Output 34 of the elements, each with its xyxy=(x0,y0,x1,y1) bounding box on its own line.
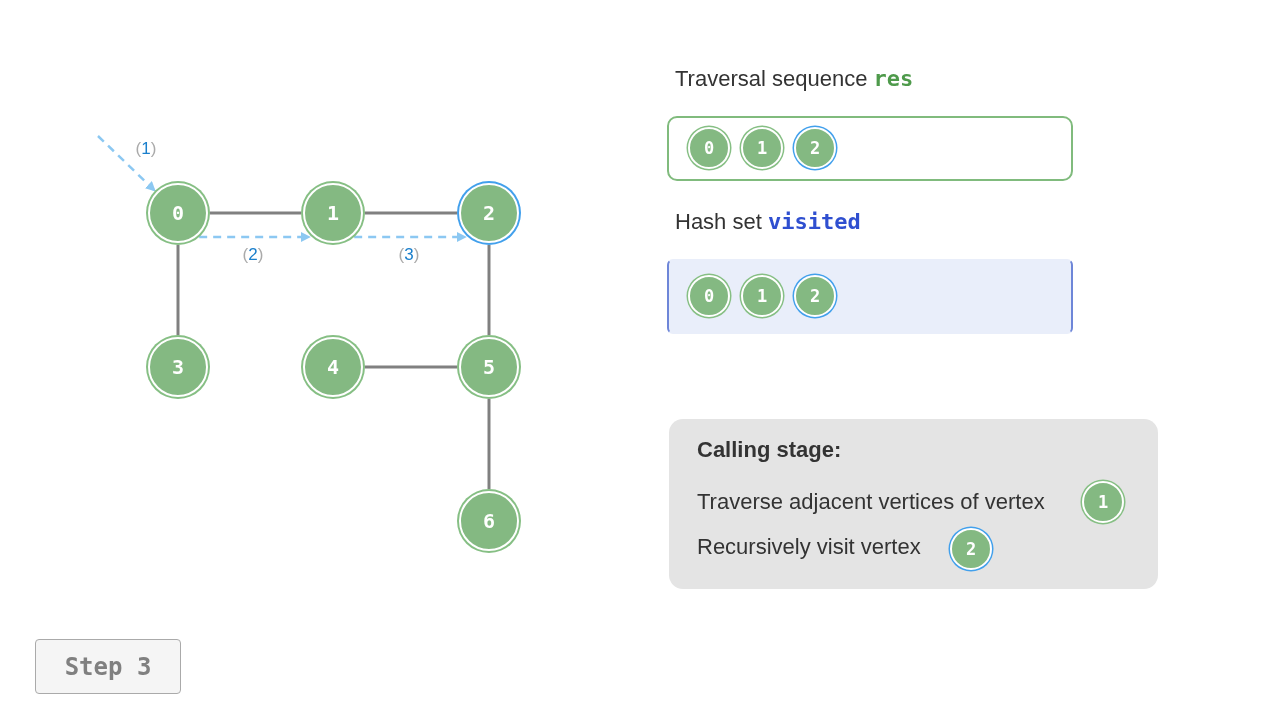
vertex-circle: 1 xyxy=(1082,481,1124,523)
dashed-arrow xyxy=(354,232,467,242)
edge-line xyxy=(487,399,491,489)
dashed-arrow xyxy=(199,232,311,242)
vertex-circle: 0 xyxy=(688,127,730,169)
vertex-circle: 2 xyxy=(794,275,836,317)
vertex-circle: 2 xyxy=(459,183,519,243)
vertex-circle: 5 xyxy=(459,337,519,397)
edge-line xyxy=(365,211,457,215)
edge-label: (1) xyxy=(134,139,158,159)
edge-line xyxy=(210,211,301,215)
vertex-circle: 3 xyxy=(148,337,208,397)
edge-line xyxy=(365,365,457,369)
edge-line xyxy=(487,245,491,335)
vertex-circle: 0 xyxy=(148,183,208,243)
vertex-circle: 1 xyxy=(741,275,783,317)
vertex-circle: 2 xyxy=(950,528,992,570)
vertex-circle: 0 xyxy=(688,275,730,317)
edge-label: (2) xyxy=(241,245,265,265)
panel-text: Traverse adjacent vertices of vertex xyxy=(697,489,1045,515)
vertex-circle: 6 xyxy=(459,491,519,551)
edge-line xyxy=(176,245,180,335)
step-indicator: Step 3 xyxy=(35,639,181,694)
section-heading: Traversal sequence res xyxy=(675,66,914,92)
vertex-circle: 2 xyxy=(794,127,836,169)
edge-label: (3) xyxy=(397,245,421,265)
vertex-circle: 1 xyxy=(741,127,783,169)
panel-heading: Calling stage: xyxy=(697,437,842,463)
dashed-arrow xyxy=(97,135,156,192)
vertex-circle: 4 xyxy=(303,337,363,397)
panel-text: Recursively visit vertex xyxy=(697,534,921,560)
section-heading: Hash set visited xyxy=(675,209,861,235)
info-panel xyxy=(669,419,1158,589)
vertex-circle: 1 xyxy=(303,183,363,243)
